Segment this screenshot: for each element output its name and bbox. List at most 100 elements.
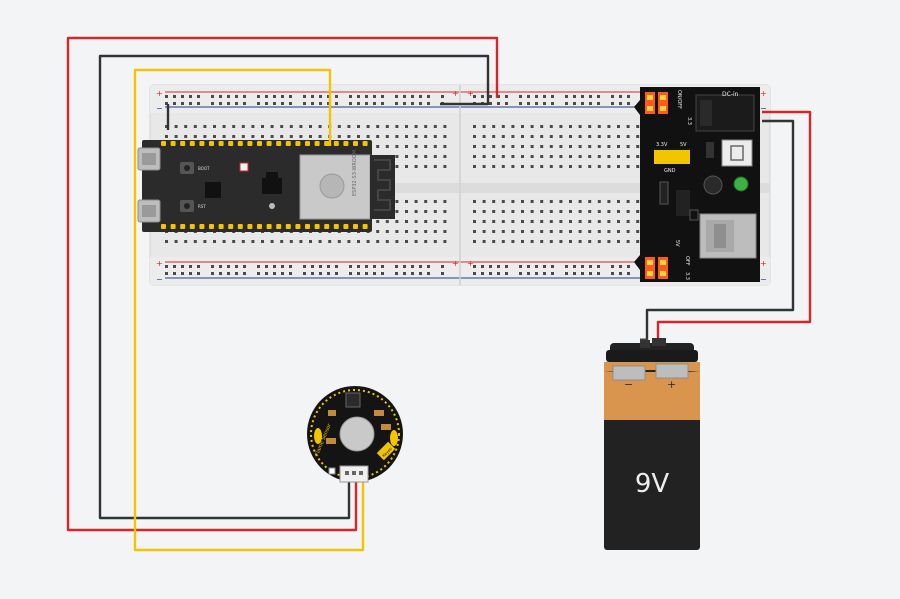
wire-black-battery-minus[interactable]	[645, 119, 795, 343]
breadboard-hole	[265, 102, 268, 105]
breadboard-hole	[327, 95, 330, 98]
breadboard-hole	[273, 272, 276, 275]
breadboard-hole	[521, 155, 524, 158]
power-module[interactable]: ON/OFF 3.3 DC-in 3.3V 5V GND 5V OFF 3.	[634, 87, 760, 282]
breadboard-hole	[273, 265, 276, 268]
breadboard-hole	[489, 265, 492, 268]
header-pin	[209, 141, 214, 146]
breadboard-hole	[235, 265, 238, 268]
breadboard-hole	[227, 265, 230, 268]
breadboard-hole	[405, 135, 408, 138]
breadboard-hole	[395, 272, 398, 275]
breadboard-hole	[376, 230, 380, 233]
breadboard-hole	[270, 135, 274, 138]
breadboard-hole	[565, 272, 568, 275]
breadboard-hole	[189, 272, 192, 275]
breadboard-hole	[626, 145, 630, 148]
breadboard-hole	[530, 125, 534, 128]
breadboard-hole	[540, 145, 544, 148]
header-pin	[237, 141, 243, 146]
breadboard-hole	[197, 265, 200, 268]
breadboard-hole	[443, 125, 447, 128]
breadboard-hole	[265, 95, 268, 98]
breadboard-hole	[433, 220, 437, 223]
battery-neg-mark: −	[624, 378, 633, 391]
breadboard-hole	[578, 155, 582, 158]
breadboard-hole	[211, 272, 214, 275]
breadboard-hole	[311, 102, 314, 105]
breadboard-hole	[573, 272, 576, 275]
breadboard-hole	[530, 220, 534, 223]
breadboard-hole	[559, 145, 563, 148]
breadboard-hole	[551, 272, 554, 275]
wire-red-sensor-vcc[interactable]	[66, 36, 499, 532]
breadboard-hole	[530, 240, 534, 243]
breadboard-hole	[337, 240, 341, 243]
header-pin	[180, 141, 186, 146]
breadboard-hole	[535, 272, 538, 275]
breadboard-hole	[395, 135, 399, 138]
breadboard-hole	[521, 210, 524, 213]
header-pin	[247, 141, 253, 146]
breadboard-hole	[481, 265, 484, 268]
breadboard-hole	[501, 210, 505, 213]
breadboard-hole	[501, 230, 505, 233]
breadboard-hole	[540, 165, 544, 168]
jumper-bottom-a[interactable]	[645, 257, 655, 279]
breadboard-hole	[219, 102, 222, 105]
jumper-bottom-b[interactable]	[658, 257, 668, 279]
breadboard-hole	[424, 125, 428, 128]
breadboard-hole	[617, 220, 620, 223]
header-pin	[314, 141, 320, 146]
flame-sensor[interactable]: Flame Sensor Keyes	[307, 386, 403, 483]
breadboard-hole	[473, 135, 476, 138]
battery-9v[interactable]: − + 9V	[604, 338, 700, 550]
breadboard-hole	[261, 240, 264, 243]
breadboard-hole	[232, 135, 236, 138]
breadboard-hole	[540, 125, 544, 128]
breadboard-hole	[424, 165, 428, 168]
breadboard-hole	[265, 265, 268, 268]
breadboard-hole	[414, 210, 418, 213]
breadboard-hole	[569, 240, 572, 243]
breadboard-hole	[347, 240, 351, 243]
breadboard-hole	[588, 125, 592, 128]
breadboard-hole	[414, 125, 418, 128]
breadboard-hole	[626, 200, 630, 203]
breadboard-hole	[395, 95, 398, 98]
wire-red-battery-plus[interactable]	[656, 110, 812, 343]
breadboard-hole	[443, 220, 447, 223]
breadboard-hole	[549, 135, 553, 138]
terminal-negative	[612, 365, 646, 381]
breadboard-hole	[588, 220, 592, 223]
jumper-top-b[interactable]	[658, 92, 668, 114]
wire-black-sensor-gnd[interactable]	[98, 54, 490, 520]
header-pin	[353, 141, 358, 146]
jumper-top-a[interactable]	[645, 92, 655, 114]
wire-yellow-sensor-signal[interactable]	[133, 68, 365, 552]
breadboard-hole	[473, 265, 476, 268]
breadboard-hole	[511, 230, 515, 233]
breadboard-hole	[347, 135, 351, 138]
power-switch[interactable]	[721, 139, 753, 167]
breadboard-hole	[281, 95, 284, 98]
breadboard-hole	[573, 265, 576, 268]
breadboard-hole	[443, 200, 447, 203]
breadboard-hole	[619, 265, 622, 268]
usb-chip	[205, 182, 221, 198]
breadboard-hole	[227, 102, 230, 105]
breadboard-hole	[184, 240, 188, 243]
breadboard-hole	[482, 135, 486, 138]
breadboard-hole	[497, 265, 500, 268]
dcin-label: DC-in	[722, 91, 739, 98]
breadboard-hole	[588, 135, 592, 138]
breadboard-hole	[405, 240, 408, 243]
breadboard-hole	[482, 240, 486, 243]
breadboard-hole	[505, 102, 508, 105]
breadboard-hole	[337, 125, 341, 128]
breadboard-hole	[497, 95, 500, 98]
esp32-board[interactable]: BOOT RST ESP32-S3-WROOM	[137, 140, 395, 232]
boot-label: BOOT	[198, 166, 210, 171]
header-pin	[285, 224, 291, 229]
breadboard-hole	[385, 135, 389, 138]
